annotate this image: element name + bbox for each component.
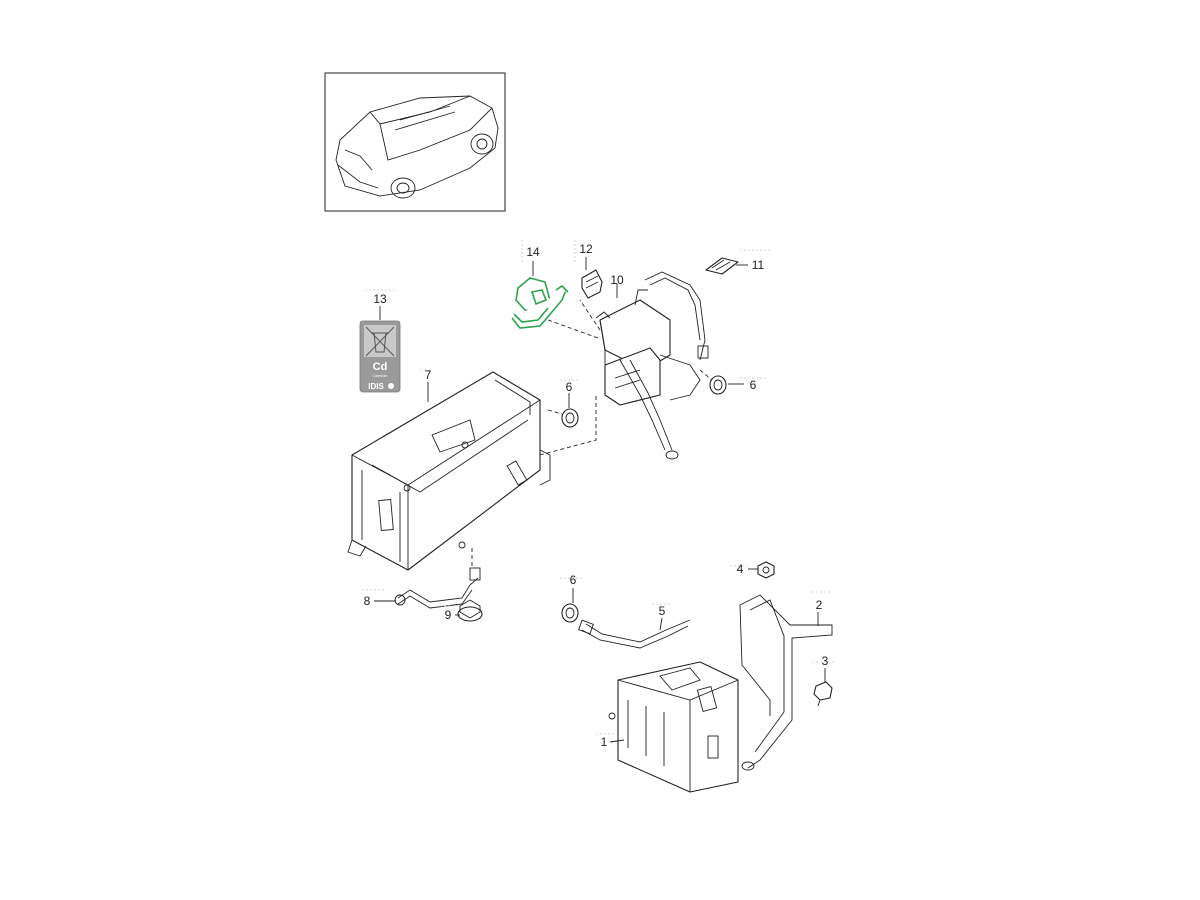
assembly-line bbox=[539, 395, 597, 456]
car-outline-icon bbox=[335, 95, 499, 199]
callout-6a: 6 bbox=[566, 380, 573, 394]
assembly-line bbox=[699, 369, 713, 381]
nut-9 bbox=[457, 599, 483, 622]
callout-6b: 6 bbox=[750, 378, 757, 392]
module-1 bbox=[608, 661, 739, 793]
nut-6c bbox=[561, 603, 579, 623]
control-unit-7 bbox=[347, 371, 551, 571]
crossed-bin-icon bbox=[365, 326, 395, 357]
assembly-line bbox=[547, 409, 563, 415]
callout-8: 8 bbox=[364, 594, 371, 608]
callout-14: 14 bbox=[526, 245, 540, 259]
connector-12 bbox=[581, 269, 603, 299]
nut-6b bbox=[709, 375, 727, 395]
badge-small-text: Cadmium bbox=[373, 374, 388, 378]
assembly-line bbox=[547, 319, 599, 339]
callout-7: 7 bbox=[425, 368, 432, 382]
callout-13: 13 bbox=[373, 292, 387, 306]
callout-3: 3 bbox=[822, 654, 829, 668]
info-icon bbox=[388, 383, 394, 389]
callout-9: 9 bbox=[445, 608, 452, 622]
label-11 bbox=[705, 257, 739, 275]
ground-strap-8 bbox=[394, 567, 481, 609]
callout-11: 11 bbox=[752, 258, 765, 272]
callout-10: 10 bbox=[610, 273, 624, 287]
recycling-badge-13: Cd Cadmium IDIS bbox=[359, 320, 401, 393]
cable-5 bbox=[578, 619, 691, 649]
nut-6a bbox=[561, 408, 579, 428]
bracket-2 bbox=[739, 594, 833, 771]
callout-12: 12 bbox=[579, 242, 593, 256]
callout-2: 2 bbox=[816, 598, 823, 612]
badge-chemical: Cd bbox=[373, 361, 388, 373]
bolt-3 bbox=[813, 681, 833, 707]
bracket-assembly-10 bbox=[595, 271, 709, 460]
badge-brand: IDIS bbox=[368, 382, 384, 391]
callout-6c: 6 bbox=[570, 573, 577, 587]
protective-cap-14[interactable] bbox=[511, 277, 569, 329]
vehicle-thumbnail bbox=[324, 72, 506, 212]
callout-5: 5 bbox=[659, 604, 666, 618]
callout-1: 1 bbox=[601, 735, 608, 749]
leader-lines bbox=[374, 257, 826, 743]
callout-guides bbox=[362, 240, 834, 735]
callout-4: 4 bbox=[737, 562, 744, 576]
nut-4 bbox=[757, 561, 775, 579]
assembly-line bbox=[579, 299, 601, 331]
